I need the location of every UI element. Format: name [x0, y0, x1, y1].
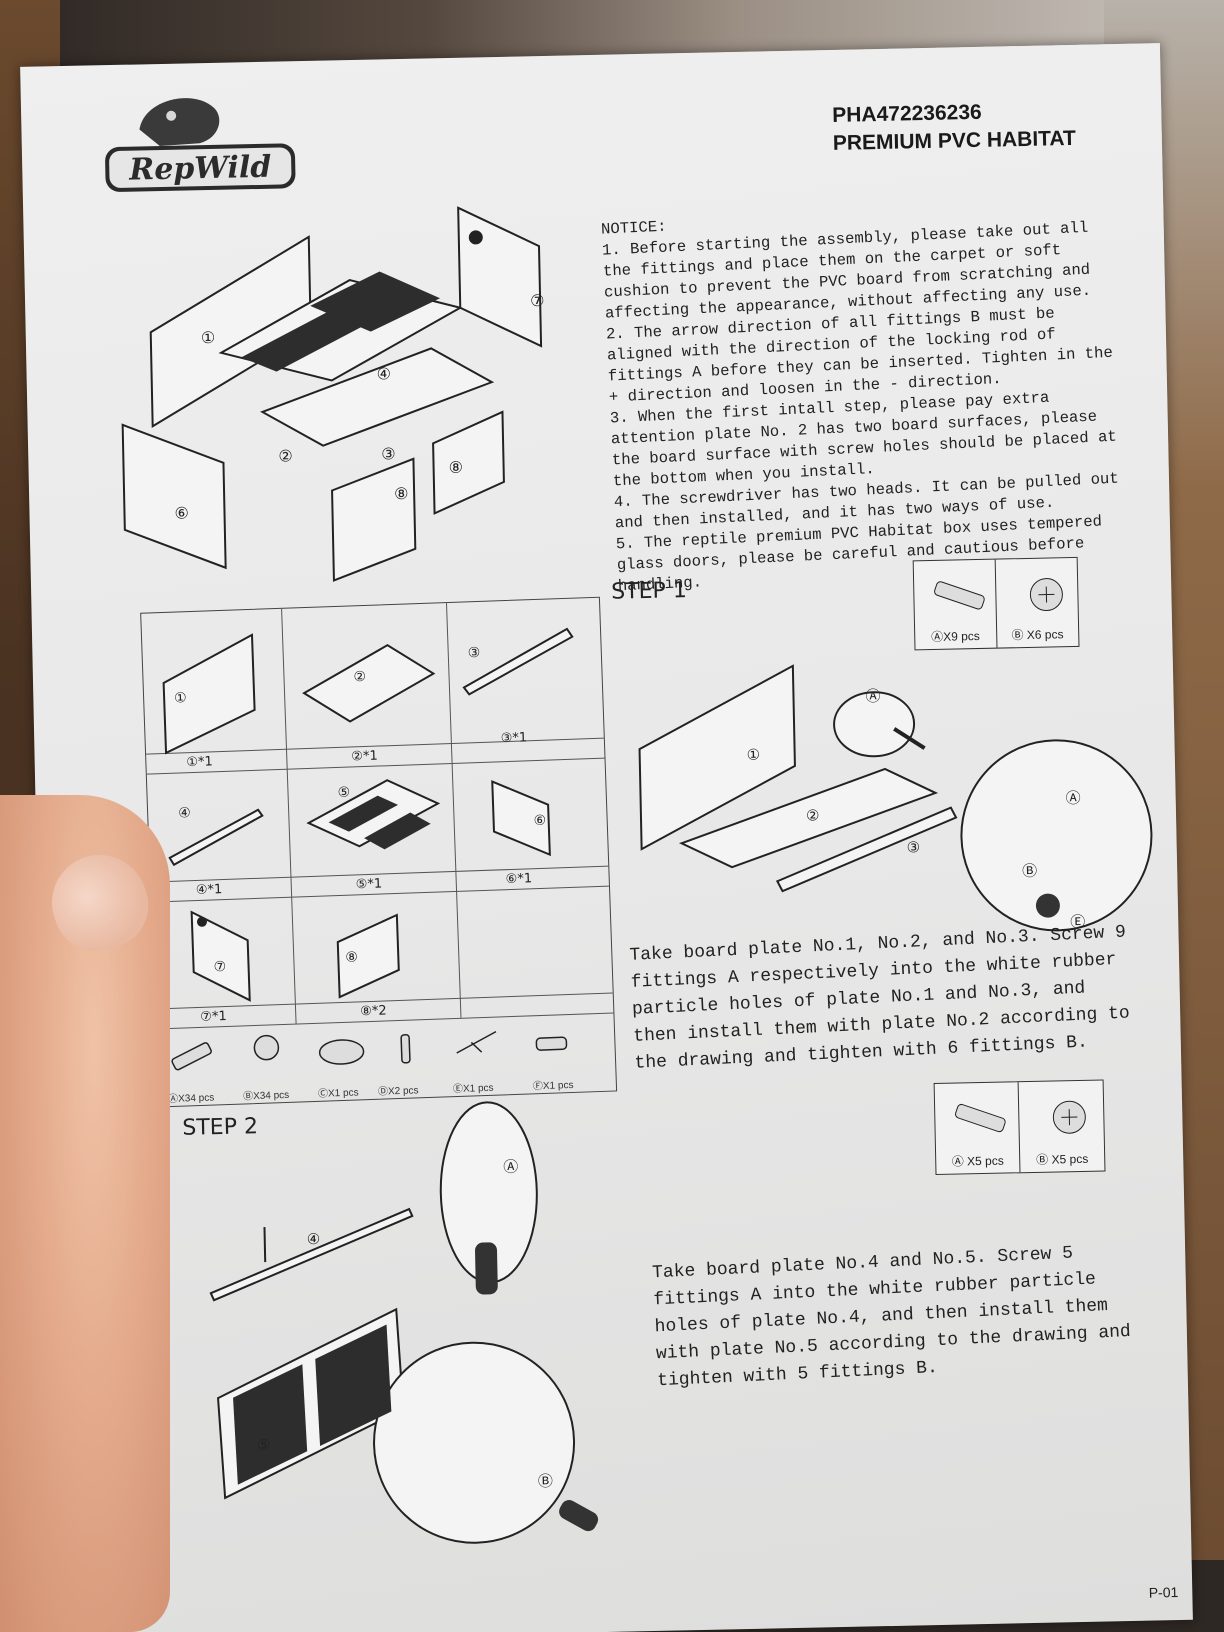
parts-drawings: ① ② ③ ④ ⑤ ⑥ ⑦ ⑧ [162, 627, 574, 1071]
svg-text:④: ④ [307, 1230, 321, 1248]
svg-text:①: ① [174, 690, 187, 706]
step2-instructions: Take board plate No.4 and No.5. Screw 5 … [651, 1243, 1132, 1392]
accessory-b-qty: ⒷX34 pcs [242, 1089, 290, 1103]
part-qty-8: ⑧*2 [359, 1003, 387, 1020]
step1-instructions: Take board plate No.1, No.2, and No.3. S… [629, 922, 1131, 1074]
svg-text:①: ① [201, 328, 216, 347]
fitting-a-icon [955, 1103, 1006, 1133]
fitting-b-icon [1029, 578, 1063, 612]
step1-fitting-b-cell: Ⓑ X6 pcs [995, 558, 1078, 648]
svg-text:⑦: ⑦ [213, 959, 226, 975]
page-number: P-01 [1148, 1584, 1179, 1601]
part-qty-6: ⑥*1 [505, 871, 533, 888]
product-name: PREMIUM PVC HABITAT [832, 126, 1077, 155]
parts-table: ① ② ③ ④ ⑤ ⑥ ⑦ ⑧ ①*1 ②*1 ③*1 ④*1 ⑤*1 [140, 596, 618, 1108]
step2-fitting-a-qty: Ⓐ X5 pcs [951, 1153, 1004, 1169]
fitting-a-icon [934, 581, 985, 610]
part-qty-4: ④*1 [195, 882, 223, 898]
step2-fitting-b-cell: Ⓑ X5 pcs [1019, 1080, 1105, 1172]
svg-text:④: ④ [376, 364, 391, 383]
step2-fittings-box: Ⓐ X5 pcs Ⓑ X5 pcs [933, 1079, 1106, 1176]
step1-diagram: ① ② ③ Ⓐ Ⓐ Ⓑ Ⓔ [638, 664, 1153, 932]
svg-text:⑧: ⑧ [448, 458, 463, 477]
step2-diagram: ④ ⑤ Ⓐ Ⓑ [209, 1101, 599, 1544]
part-qty-5: ⑤*1 [355, 876, 383, 893]
svg-text:④: ④ [178, 805, 191, 821]
fitting-b-icon [1052, 1100, 1086, 1134]
lizard-logo-icon: RepWild [105, 98, 296, 192]
part-qty-2: ②*1 [351, 748, 378, 765]
accessory-a-qty: ⒶX34 pcs [167, 1092, 215, 1106]
svg-text:⑤: ⑤ [337, 785, 350, 801]
svg-text:②: ② [278, 446, 293, 465]
svg-text:⑤: ⑤ [257, 1436, 271, 1454]
svg-text:Ⓑ: Ⓑ [538, 1472, 553, 1490]
exploded-view-diagram: ① ② ③ ④ ⑦ ⑥ ⑧ ⑧ [121, 206, 545, 582]
svg-text:③: ③ [381, 444, 396, 463]
svg-text:②: ② [806, 806, 820, 824]
svg-text:②: ② [353, 669, 366, 685]
step1-fitting-a-cell: ⒶX9 pcs [913, 559, 997, 650]
part-qty-3: ③*1 [500, 730, 528, 747]
accessory-f-qty: ⒻX1 pcs [532, 1079, 574, 1093]
svg-text:Ⓔ: Ⓔ [1070, 913, 1085, 931]
notice-section: NOTICE: 1. Before starting the assembly,… [601, 195, 1138, 597]
svg-text:①: ① [747, 746, 761, 764]
part-qty-1: ①*1 [186, 754, 214, 771]
step2-fitting-b-qty: Ⓑ X5 pcs [1036, 1151, 1089, 1167]
svg-text:③: ③ [906, 838, 920, 856]
step1-title: STEP 1 [610, 578, 688, 605]
logo-text: RepWild [128, 150, 272, 188]
svg-text:⑥: ⑥ [174, 504, 189, 523]
document-header: PHA472236236 PREMIUM PVC HABITAT [832, 97, 1076, 158]
svg-text:⑥: ⑥ [533, 813, 546, 829]
svg-text:Ⓐ: Ⓐ [865, 687, 880, 705]
instruction-sheet: RepWild PHA472236236 PREMIUM PVC HABITAT… [20, 43, 1193, 1632]
svg-text:Ⓐ: Ⓐ [503, 1158, 518, 1176]
accessory-e-qty: ⒺX1 pcs [452, 1082, 494, 1096]
svg-text:⑦: ⑦ [530, 291, 545, 310]
svg-text:Ⓑ: Ⓑ [1022, 862, 1037, 880]
svg-text:Ⓐ: Ⓐ [1065, 789, 1080, 807]
accessory-d-qty: ⒹX2 pcs [377, 1085, 419, 1098]
accessory-c-qty: ⒸX1 pcs [317, 1087, 359, 1100]
part-qty-7: ⑦*1 [200, 1009, 227, 1025]
repwild-logo: RepWild [99, 81, 301, 205]
svg-text:⑧: ⑧ [394, 484, 409, 503]
step2-fitting-a-cell: Ⓐ X5 pcs [934, 1082, 1021, 1174]
step1-fittings-box: ⒶX9 pcs Ⓑ X6 pcs [912, 556, 1080, 651]
svg-text:⑧: ⑧ [345, 949, 358, 965]
svg-text:③: ③ [467, 645, 480, 661]
